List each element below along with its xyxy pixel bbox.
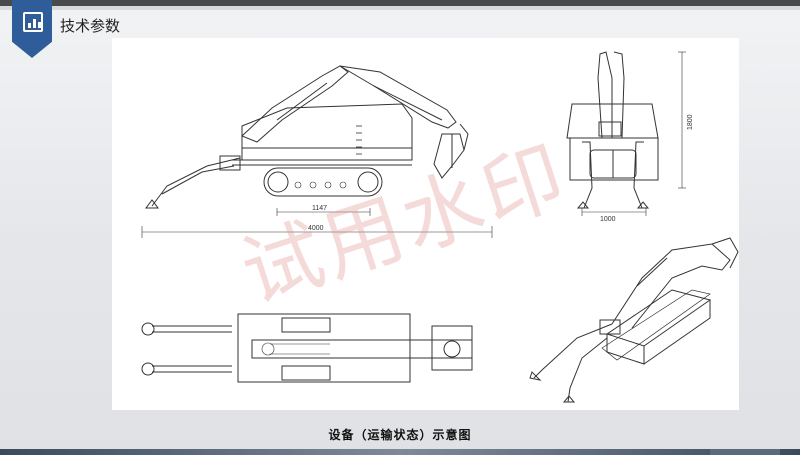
top-strip (0, 0, 800, 6)
dim-width: 1000 (600, 216, 616, 223)
dim-height: 1800 (687, 114, 694, 130)
corner-mark (710, 449, 780, 455)
top-view (141, 313, 473, 383)
front-view (566, 51, 686, 216)
dim-track-length: 1147 (312, 205, 327, 212)
bottom-bar (0, 449, 800, 455)
top-strip-light (0, 6, 800, 10)
side-view (141, 65, 493, 238)
dim-total-length: 4000 (308, 225, 324, 232)
technical-drawing: 1147 4000 1000 1800 (141, 51, 739, 403)
isometric-view (529, 237, 739, 403)
page-title: 技术参数 (60, 17, 121, 35)
chart-icon (23, 12, 43, 32)
figure-caption: 设备（运输状态）示意图 (328, 428, 472, 442)
